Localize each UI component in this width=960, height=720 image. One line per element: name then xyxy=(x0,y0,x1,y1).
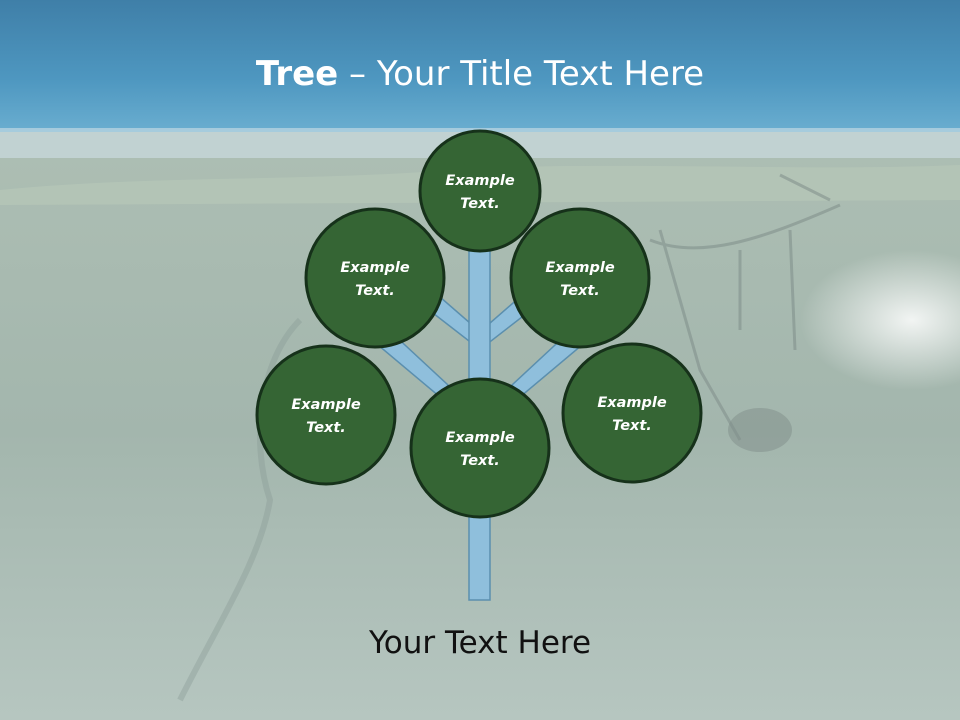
slide-title: Tree – Your Title Text Here xyxy=(0,52,960,96)
tree-node-upper-left: Example Text. xyxy=(304,207,446,349)
node-center-line1: Example xyxy=(445,430,515,446)
node-lower-left-line1: Example xyxy=(291,397,361,413)
tree-node-center: Example Text. xyxy=(409,377,551,519)
title-bold: Tree xyxy=(255,54,339,94)
tree-node-lower-left: Example Text. xyxy=(255,344,397,486)
slide-caption: Your Text Here xyxy=(368,625,592,661)
node-center-line2: Text. xyxy=(460,453,500,469)
node-upper-left-line2: Text. xyxy=(355,283,395,299)
node-upper-right-line1: Example xyxy=(545,260,615,276)
node-top-line1: Example xyxy=(445,173,515,189)
node-lower-left-line2: Text. xyxy=(306,420,346,436)
tree-node-lower-right: Example Text. xyxy=(561,342,703,484)
tree-node-upper-right: Example Text. xyxy=(509,207,651,349)
tree-node-top: Example Text. xyxy=(418,129,542,253)
node-lower-right-line1: Example xyxy=(597,395,667,411)
title-rest: – Your Title Text Here xyxy=(338,54,705,94)
node-upper-right-line2: Text. xyxy=(560,283,600,299)
node-lower-right-line2: Text. xyxy=(612,418,652,434)
node-top-line2: Text. xyxy=(460,196,500,212)
node-upper-left-line1: Example xyxy=(340,260,410,276)
